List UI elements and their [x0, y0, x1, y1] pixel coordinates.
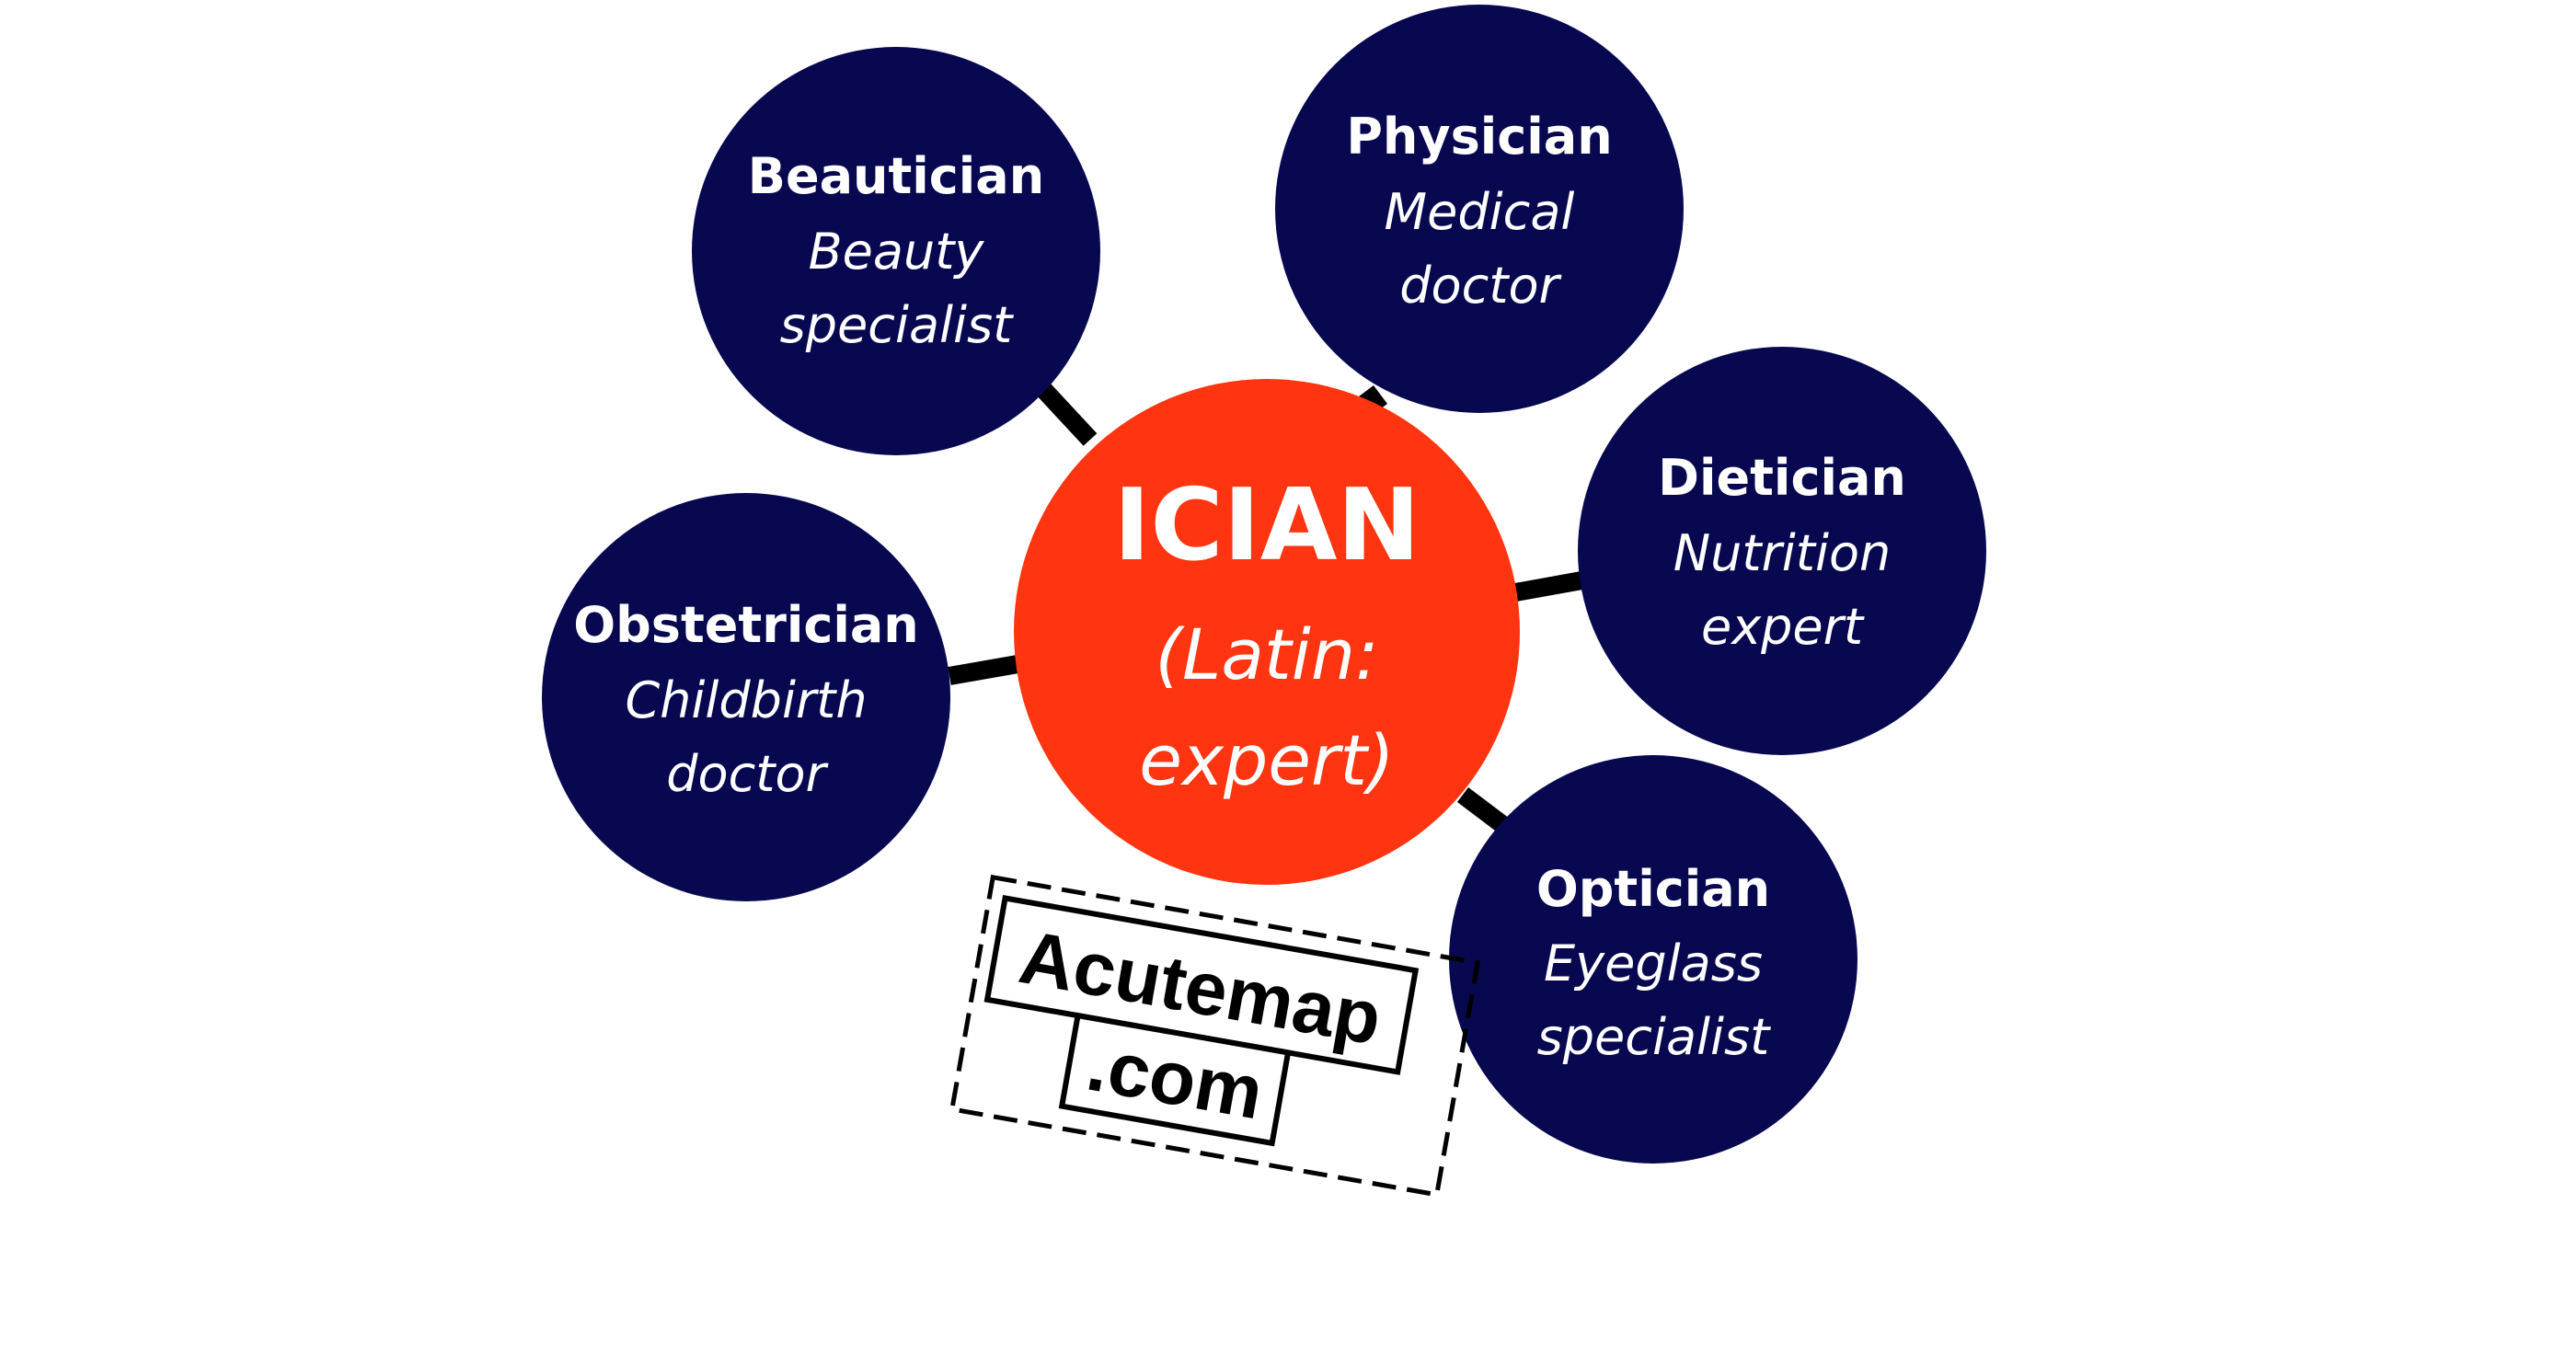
center-subtitle-line: expert): [1139, 719, 1394, 801]
node-beautician: Beautician Beauty specialist: [692, 47, 1100, 455]
node-subtitle-line: Medical: [1385, 183, 1575, 241]
connector-dietician: [1509, 570, 1589, 602]
node-subtitle-line: Beauty: [809, 223, 985, 281]
node-subtitle-line: specialist: [780, 296, 1015, 354]
node-optician: Optician Eyeglass specialist: [1449, 755, 1857, 1164]
node-title: Optician: [1536, 860, 1770, 918]
node-circle: [542, 493, 950, 901]
node-subtitle-line: Nutrition: [1673, 524, 1891, 582]
node-physician: Physician Medical doctor: [1275, 5, 1684, 413]
node-subtitle-line: doctor: [1399, 257, 1561, 315]
connector-optician: [1456, 787, 1511, 833]
node-subtitle-line: Childbirth: [625, 671, 867, 729]
node-subtitle-line: Eyeglass: [1544, 934, 1763, 992]
center-title: ICIAN: [1113, 468, 1420, 583]
node-title: Dietician: [1658, 449, 1906, 507]
node-dietician: Dietician Nutrition expert: [1578, 347, 1986, 755]
connector-obstetrician: [948, 654, 1025, 685]
connector-beautician: [1035, 382, 1098, 446]
node-title: Beautician: [748, 147, 1044, 205]
watermark-stamp: Acutemap .com: [949, 874, 1481, 1198]
stamp-dashed-border: [949, 874, 1481, 1198]
node-title: Physician: [1346, 108, 1612, 166]
node-obstetrician: Obstetrician Childbirth doctor: [542, 493, 950, 901]
node-subtitle-line: specialist: [1537, 1008, 1772, 1066]
node-subtitle-line: doctor: [666, 745, 828, 803]
node-title: Obstetrician: [573, 596, 919, 654]
node-subtitle-line: expert: [1701, 598, 1865, 656]
connectors: [948, 382, 1589, 833]
node-circle: [1275, 5, 1684, 413]
center-node: ICIAN (Latin: expert): [1014, 379, 1520, 885]
center-circle: [1014, 379, 1520, 885]
center-subtitle-line: (Latin:: [1155, 613, 1378, 695]
node-circle: [692, 47, 1100, 455]
stamp-bottom-box: [1058, 1012, 1292, 1147]
node-circle: [1449, 755, 1857, 1164]
node-circle: [1578, 347, 1986, 755]
